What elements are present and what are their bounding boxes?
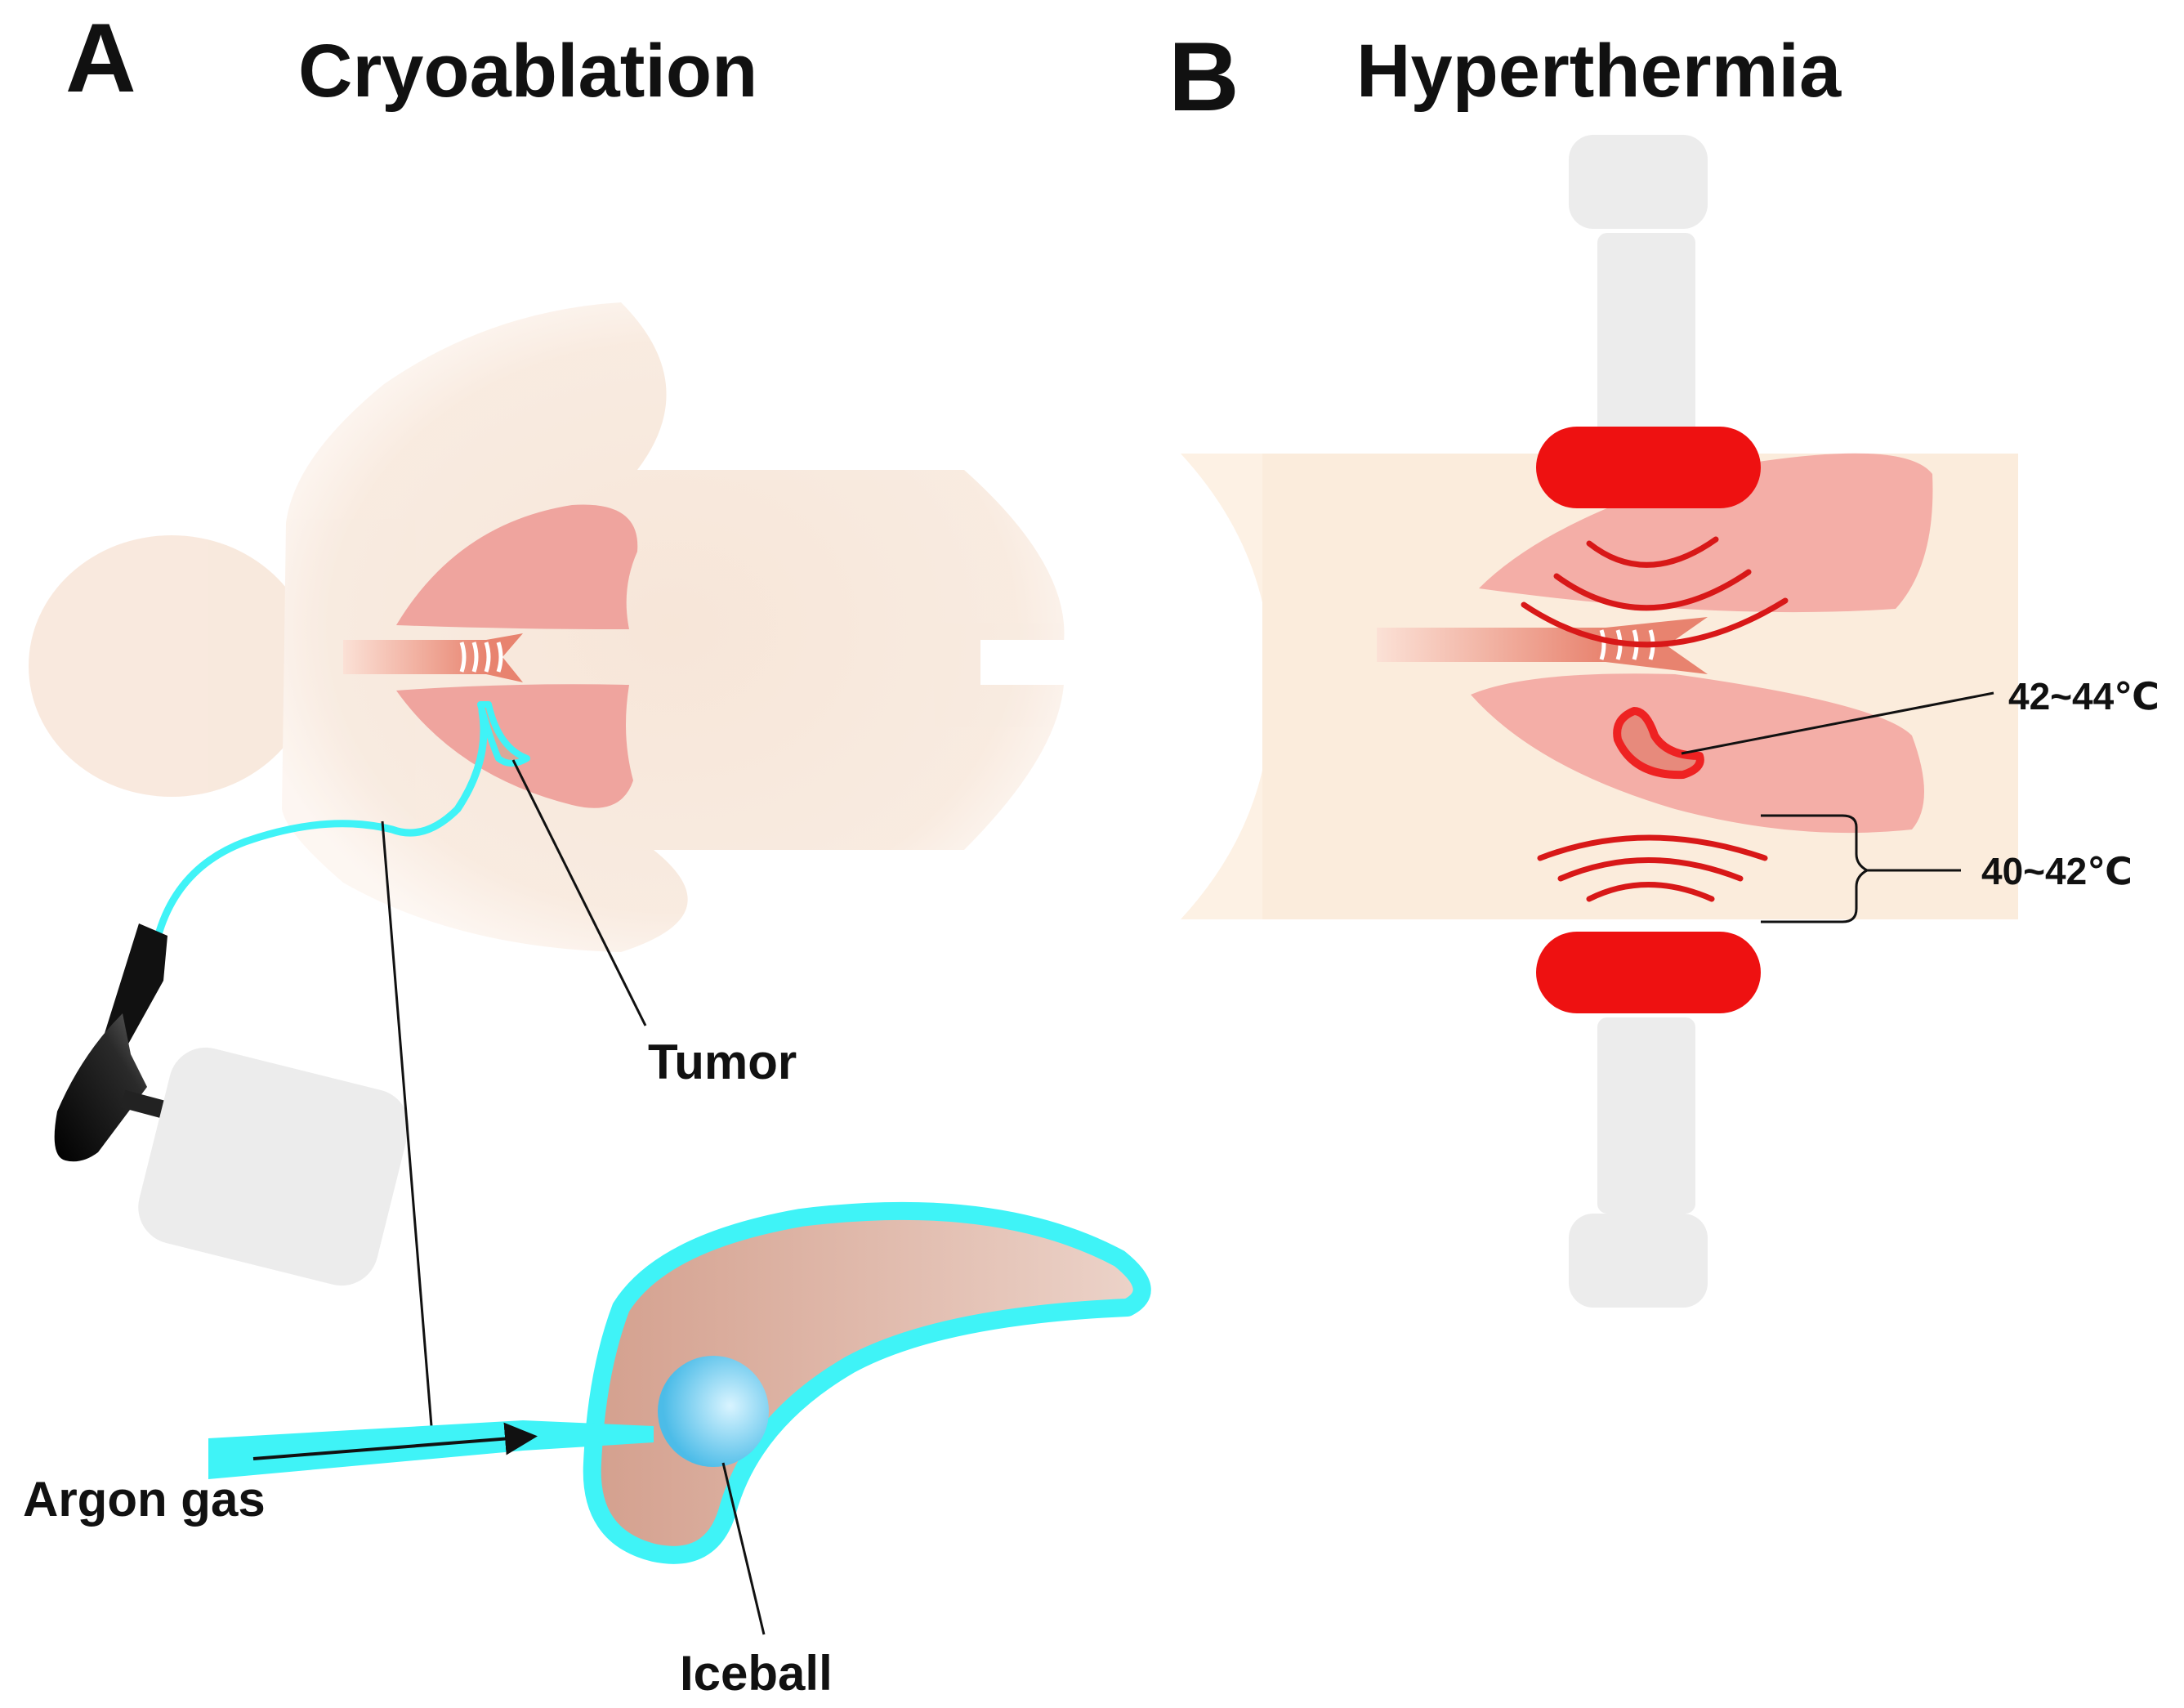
- tumor-temp-label: 42~44℃: [2008, 675, 2159, 718]
- mouse-body-a: [29, 302, 1070, 952]
- electrode-bottom: [1536, 932, 1761, 1013]
- iceball-label: Iceball: [680, 1646, 833, 1701]
- mouse-head-a: [29, 535, 315, 797]
- device-arm-bottom: [1597, 1017, 1695, 1214]
- panel-b: B Hyperthermia: [1168, 22, 2159, 1308]
- lung-upper-b: [1479, 453, 1933, 613]
- cryo-probe-handle: [54, 923, 167, 1162]
- gas-cylinder: [138, 1047, 409, 1286]
- panel-a-letter: A: [65, 3, 136, 113]
- tumor-label: Tumor: [648, 1035, 797, 1089]
- argon-gas-label: Argon gas: [23, 1472, 266, 1527]
- argon-flow-arrow: [252, 1422, 538, 1460]
- mouse-torso-a: [282, 302, 1065, 952]
- trachea-rings-a: [459, 642, 503, 673]
- cryo-needle: [208, 1420, 654, 1479]
- trachea-b: [1377, 628, 1606, 662]
- device-arm-top: [1597, 233, 1695, 437]
- device-pad-top: [1569, 135, 1708, 229]
- tumor-leader-line: [511, 759, 647, 1026]
- device-pad-bottom: [1569, 1214, 1708, 1308]
- trachea-bifurcation-a: [486, 633, 523, 682]
- tumor-b: [1613, 707, 1704, 780]
- mouse-tail-a: [980, 640, 1070, 685]
- electrode-top: [1536, 427, 1761, 508]
- cryo-probe-cable: [155, 707, 488, 936]
- tissue-temp-label: 40~42℃: [1981, 850, 2133, 892]
- lung-upper-a: [396, 504, 638, 629]
- heat-waves-lower: [1537, 834, 1768, 902]
- iceball: [658, 1356, 769, 1467]
- leader-probe-line: [381, 820, 433, 1427]
- panel-a-title: Cryoablation: [298, 29, 757, 113]
- heat-waves-upper: [1521, 536, 1789, 648]
- panel-b-title: Hyperthermia: [1356, 29, 1842, 113]
- tumor-temp-leader: [1681, 691, 1994, 755]
- iceball-leader-line: [721, 1462, 766, 1635]
- panel-b-letter: B: [1168, 22, 1239, 132]
- panel-a: A Cryoablation: [23, 3, 1151, 1701]
- tumor-enlarged: [583, 1201, 1151, 1564]
- lung-lower-a: [396, 684, 633, 808]
